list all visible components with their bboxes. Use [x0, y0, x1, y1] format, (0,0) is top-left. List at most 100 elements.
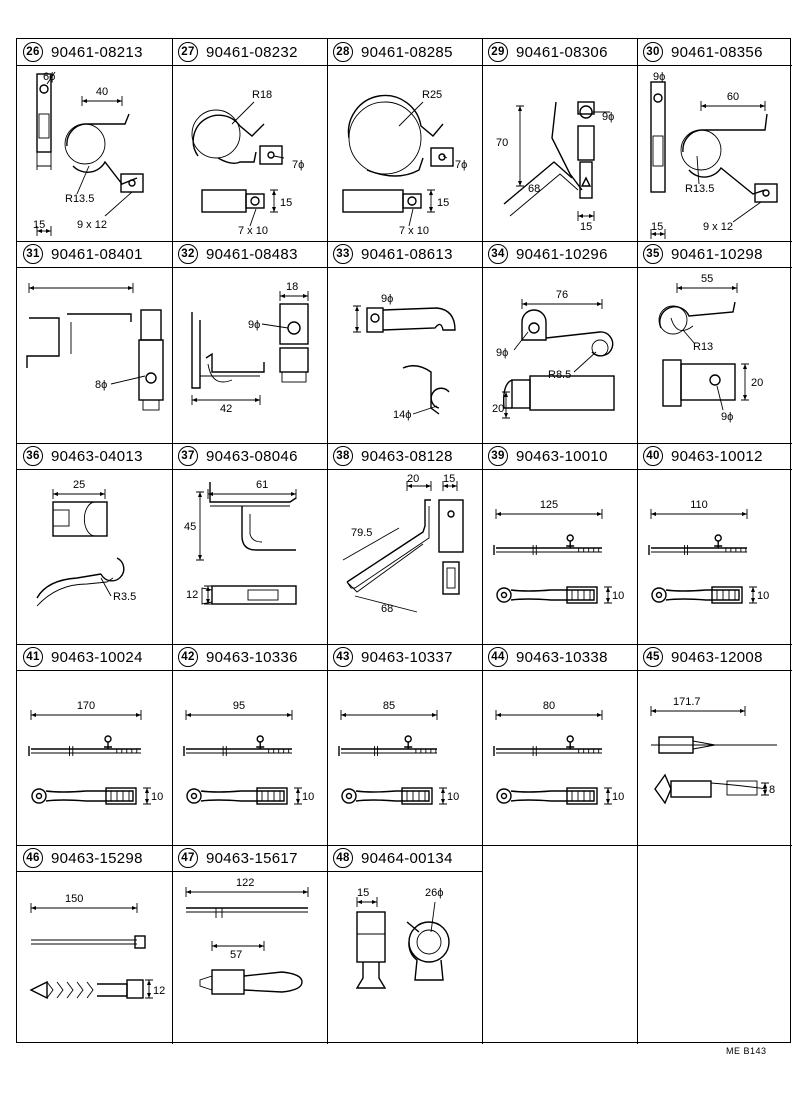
dimension-label: 80	[543, 700, 555, 712]
item-number-badge: 26	[23, 42, 43, 62]
dimension-label: 9 x 12	[77, 219, 107, 231]
part-header: 26 90461-08213	[17, 39, 172, 65]
part-number: 90463-04013	[51, 447, 143, 465]
dimension-label: 171.7	[673, 696, 701, 708]
dimension-label: 110	[690, 499, 708, 511]
dimension-label: 10	[302, 791, 314, 803]
part-number: 90463-10012	[671, 447, 763, 465]
dimension-label: 79.5	[351, 527, 372, 539]
item-number-badge: 44	[488, 647, 508, 667]
item-number-badge: 28	[333, 42, 353, 62]
part-number: 90463-15298	[51, 849, 143, 867]
dimension-label: 15	[357, 887, 369, 899]
grid-row-line	[17, 644, 792, 645]
dimension-label: 9ϕ	[653, 71, 665, 83]
dimension-label: 76	[556, 289, 568, 301]
dimension-label: 150	[65, 893, 83, 905]
dimension-label: 125	[540, 499, 558, 511]
part-number: 90461-10296	[516, 245, 608, 263]
part-number: 90463-10024	[51, 648, 143, 666]
item-number-badge: 30	[643, 42, 663, 62]
part-drawing-44: 80 10	[493, 700, 624, 805]
dimension-label: 15	[580, 221, 592, 233]
dimension-label: 6ϕ	[43, 71, 55, 83]
dimension-label: 20	[407, 473, 419, 485]
dimension-label: 68	[381, 603, 393, 615]
part-number: 90461-08356	[671, 43, 763, 61]
item-number-badge: 40	[643, 446, 663, 466]
dimension-label: 70	[496, 137, 508, 149]
item-number-badge: 47	[178, 848, 198, 868]
header-underline	[17, 469, 792, 470]
dimension-label: 9 x 12	[703, 221, 733, 233]
item-number-badge: 34	[488, 244, 508, 264]
dimension-label: 15	[280, 197, 292, 209]
item-number-badge: 42	[178, 647, 198, 667]
item-number-badge: 36	[23, 446, 43, 466]
part-number: 90464-00134	[361, 849, 453, 867]
dimension-label: 9ϕ	[602, 111, 614, 123]
dimension-label: 20	[751, 377, 763, 389]
part-number: 90461-08613	[361, 245, 453, 263]
part-drawing-39: 125 10	[493, 499, 624, 604]
dimension-label: 40	[96, 86, 108, 98]
dimension-label: 9ϕ	[248, 319, 260, 331]
part-header: 37 90463-08046	[172, 443, 327, 469]
dimension-label: 55	[701, 273, 713, 285]
part-number: 90461-08232	[206, 43, 298, 61]
part-number: 90463-08046	[206, 447, 298, 465]
item-number-badge: 33	[333, 244, 353, 264]
part-number: 90461-08213	[51, 43, 143, 61]
part-cell-40: 40 90463-10012 110 10	[637, 443, 792, 644]
dimension-label: 7ϕ	[455, 159, 467, 171]
dimension-label: 15	[33, 219, 45, 231]
dimension-label: 10	[612, 590, 624, 602]
dimension-label: 10	[612, 791, 624, 803]
grid-column-line	[172, 39, 173, 1044]
dimension-label: 170	[77, 700, 95, 712]
dimension-label: 9ϕ	[381, 293, 393, 305]
dimension-label: 10	[757, 590, 769, 602]
dimension-label: 7 x 10	[399, 225, 429, 237]
item-number-badge: 41	[23, 647, 43, 667]
dimension-label: R13.5	[65, 193, 94, 205]
dimension-label: 25	[73, 479, 85, 491]
grid-row-line	[17, 845, 792, 846]
dimension-label: 8ϕ	[95, 379, 107, 391]
item-number-badge: 37	[178, 446, 198, 466]
part-header: 33 90461-08613	[327, 241, 482, 267]
dimension-label: 57	[230, 949, 242, 961]
part-number: 90463-12008	[671, 648, 763, 666]
part-drawing-31: 8ϕ	[26, 283, 164, 411]
